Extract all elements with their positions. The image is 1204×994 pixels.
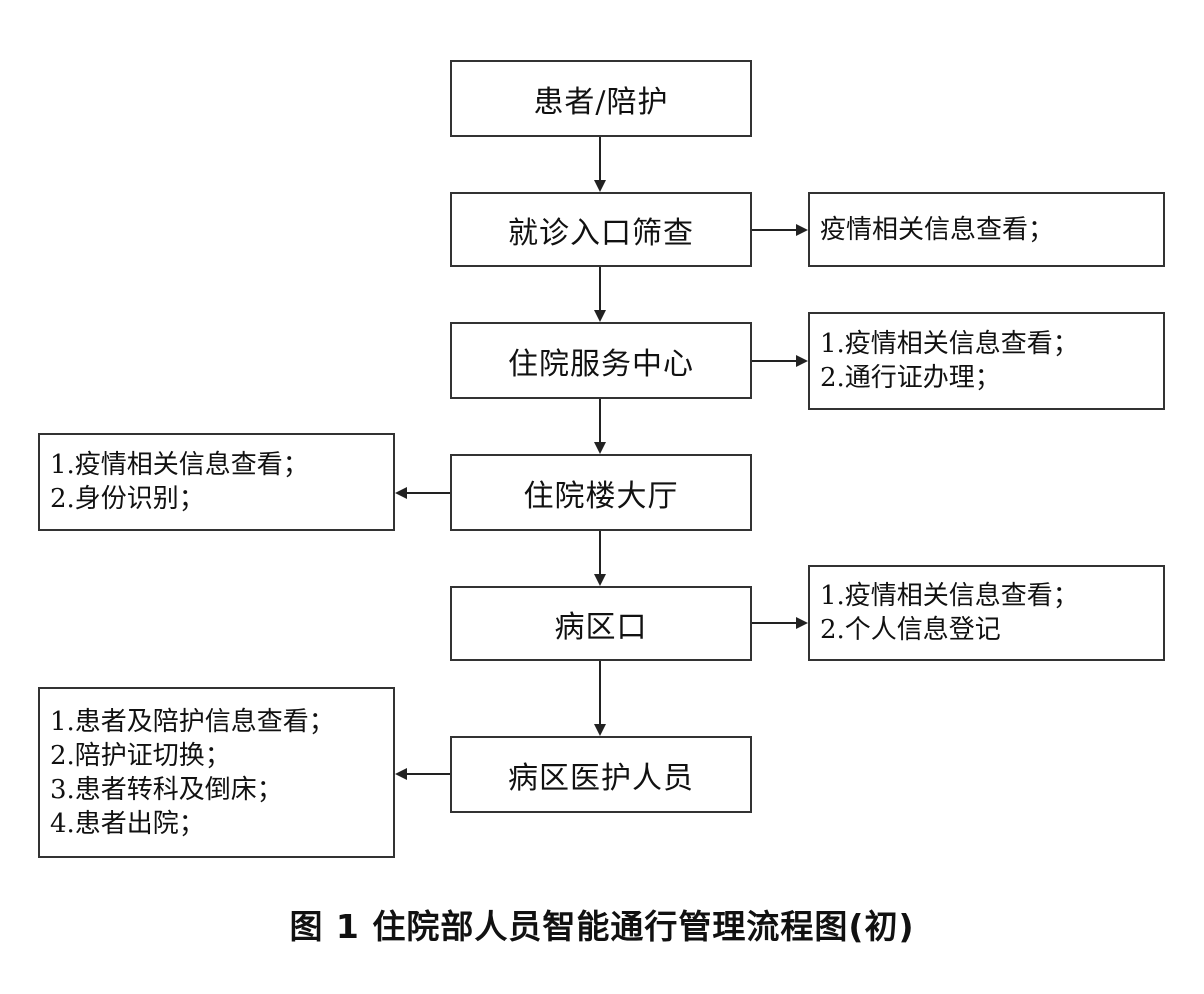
note-ward-entrance: 1.疫情相关信息查看； 2.个人信息登记 (808, 565, 1165, 661)
note-ward-medical-staff: 1.患者及陪护信息查看； 2.陪护证切换； 3.患者转科及倒床； 4.患者出院； (38, 687, 395, 858)
note-line: 2.个人信息登记 (820, 615, 1001, 645)
note-line: 2.陪护证切换； (50, 740, 231, 771)
step-label: 住院服务中心 (508, 346, 694, 382)
step-inpatient-building-lobby: 住院楼大厅 (450, 454, 752, 531)
note-building-lobby: 1.疫情相关信息查看； 2.身份识别； (38, 433, 395, 531)
note-line: 1.疫情相关信息查看； (820, 581, 1079, 611)
step-label: 就诊入口筛查 (508, 215, 694, 251)
step-label: 病区口 (554, 609, 648, 645)
step-ward-entrance: 病区口 (450, 586, 752, 661)
step-inpatient-service-center: 住院服务中心 (450, 322, 752, 399)
note-service-center: 1.疫情相关信息查看； 2.通行证办理； (808, 312, 1165, 410)
step-label: 患者/陪护 (533, 84, 669, 120)
step-label: 病区医护人员 (508, 760, 694, 796)
note-line: 3.患者转科及倒床； (50, 774, 283, 805)
note-line: 疫情相关信息查看； (820, 214, 1055, 245)
note-line: 1.疫情相关信息查看； (820, 329, 1079, 359)
step-patient-escort: 患者/陪护 (450, 60, 752, 137)
note-line: 2.身份识别； (50, 484, 205, 514)
step-entrance-screening: 就诊入口筛查 (450, 192, 752, 267)
step-ward-medical-staff: 病区医护人员 (450, 736, 752, 813)
note-line: 2.通行证办理； (820, 363, 1001, 393)
note-line: 1.疫情相关信息查看； (50, 450, 309, 480)
figure-caption: 图 1 住院部人员智能通行管理流程图(初) (289, 907, 915, 946)
note-line: 4.患者出院； (50, 808, 205, 839)
note-line: 1.患者及陪护信息查看； (50, 706, 335, 737)
step-label: 住院楼大厅 (523, 478, 679, 514)
note-entrance-screening: 疫情相关信息查看； (808, 192, 1165, 267)
